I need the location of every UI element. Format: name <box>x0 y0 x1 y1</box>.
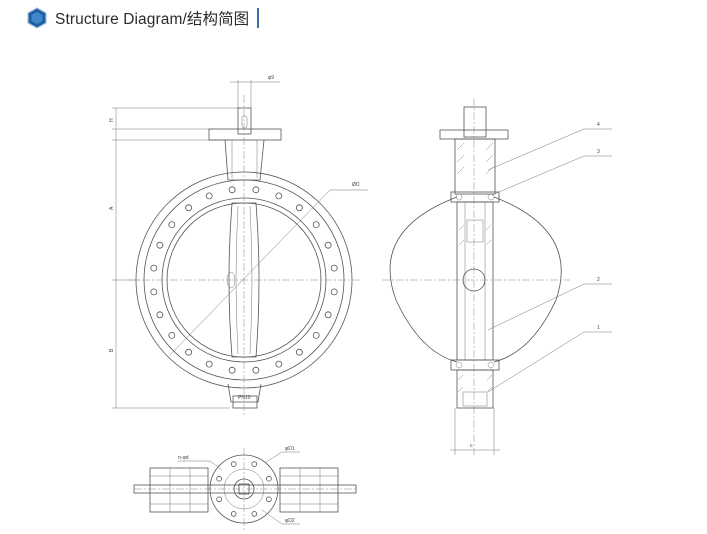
bolt-hole <box>150 288 158 296</box>
bolt-hole <box>312 221 320 229</box>
bolt-hole <box>228 186 236 194</box>
bolt-hole <box>216 475 222 482</box>
bolt-hole <box>168 331 176 339</box>
bolt-hole <box>251 461 258 467</box>
part-2-label: 2 <box>597 277 600 283</box>
dim-h-label: H <box>109 118 115 122</box>
dim-bolt-circle-label: ØD <box>352 182 360 188</box>
bolt-hole <box>216 496 222 503</box>
dim-stem-label: φ9 <box>268 75 274 81</box>
bolt-hole <box>156 311 164 319</box>
bolt-hole <box>330 264 338 272</box>
bolt-hole <box>205 192 213 200</box>
flange-holes <box>216 461 272 517</box>
bolt-hole <box>275 360 283 368</box>
bolt-hole <box>252 366 260 374</box>
bolt-hole <box>266 496 272 503</box>
bolt-hole <box>275 192 283 200</box>
side-view: c 4 3 2 1 <box>382 98 612 455</box>
bolt-spec-label: n-φd <box>178 455 189 461</box>
front-view: H A B φ9 PN10 <box>109 75 368 415</box>
dim-face-width-label: c <box>470 443 473 449</box>
bolt-hole <box>150 264 158 272</box>
dim-d2-label: φD2 <box>285 518 295 524</box>
title-accent-bar <box>257 8 260 28</box>
bolt-hole <box>266 475 272 482</box>
bolt-hole <box>295 348 303 356</box>
bolt-hole <box>312 331 320 339</box>
part-1-label: 1 <box>597 325 600 331</box>
bolt-hole <box>185 348 193 356</box>
dim-b-label: B <box>109 348 115 352</box>
bolt-hole <box>228 366 236 374</box>
section-title: Structure Diagram/结构简图 <box>55 11 250 28</box>
bottom-view: n-φd φD1 φD2 <box>133 446 357 530</box>
bolt-hole <box>330 288 338 296</box>
dim-d1-label: φD1 <box>285 446 295 452</box>
part-4-label: 4 <box>597 122 600 128</box>
bolt-hole <box>230 511 237 517</box>
bolt-hole <box>185 204 193 212</box>
bolt-hole <box>205 360 213 368</box>
bottom-mark-label: PN10 <box>238 395 251 401</box>
bolt-hole <box>324 241 332 249</box>
bolt-holes <box>150 186 338 374</box>
hexagon-icon <box>27 7 47 29</box>
bolt-hole <box>295 204 303 212</box>
section-header: Structure Diagram/结构简图 <box>27 5 260 31</box>
bolt-hole <box>252 186 260 194</box>
bolt-hole <box>230 461 237 467</box>
bolt-hole <box>168 221 176 229</box>
bolt-hole <box>324 311 332 319</box>
part-3-label: 3 <box>597 149 600 155</box>
bolt-hole <box>156 241 164 249</box>
bolt-hole <box>251 511 258 517</box>
dim-a-label: A <box>109 206 115 210</box>
